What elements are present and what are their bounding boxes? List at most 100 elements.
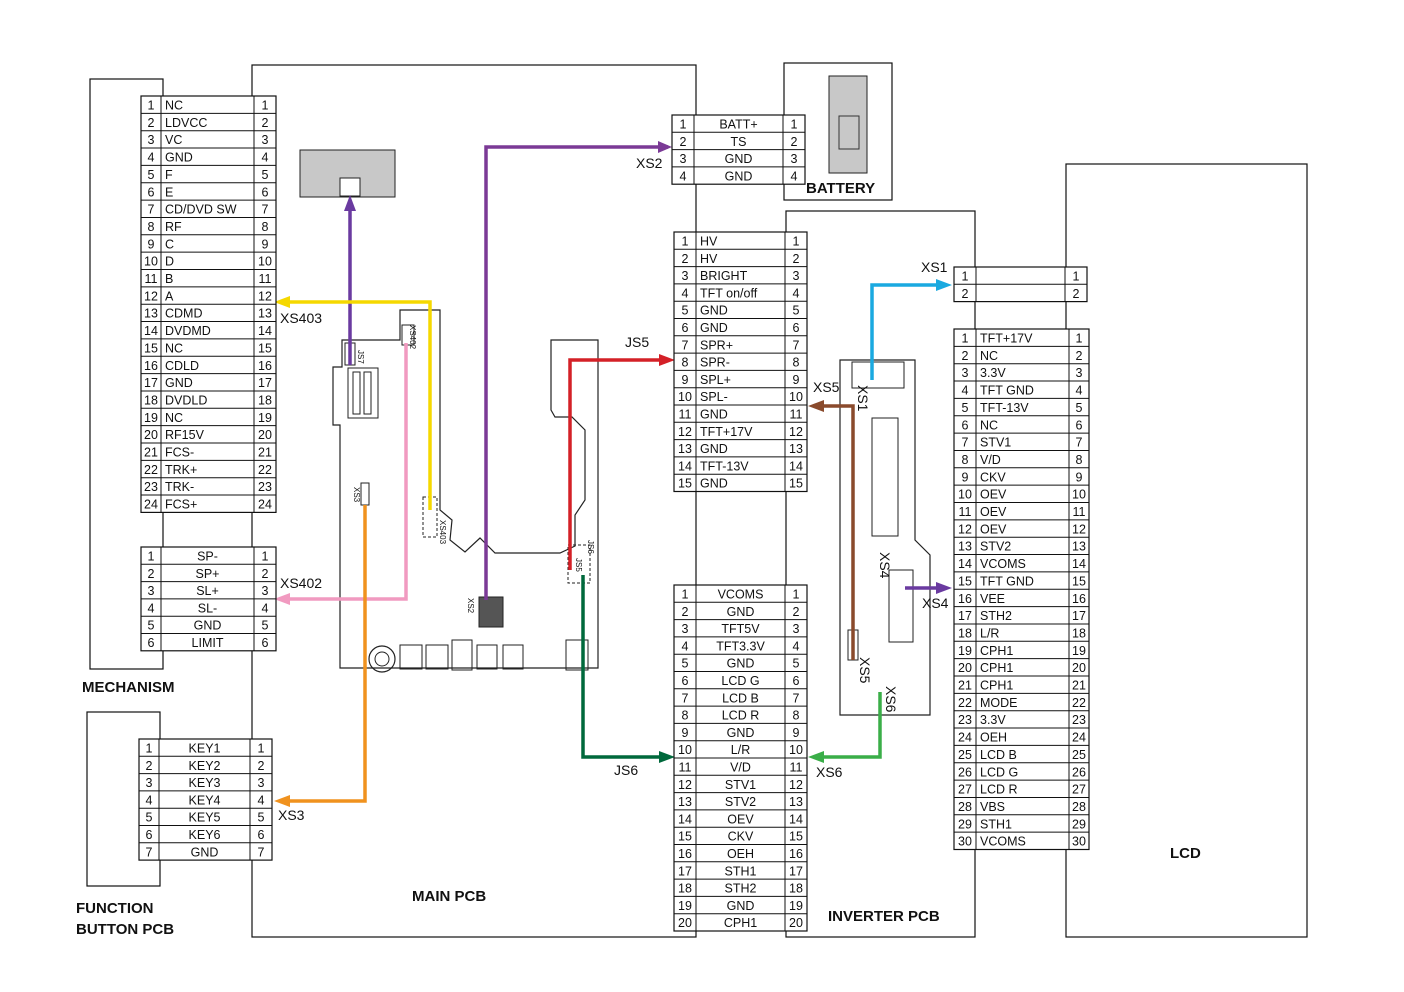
pin-number: 14 [258, 324, 272, 338]
pin-signal-label: LCD G [980, 765, 1018, 779]
pin-signal-label: VCOMS [980, 835, 1026, 849]
pin-number: 23 [1072, 713, 1086, 727]
pin-number: 2 [962, 287, 969, 301]
main-pcb-jack [451, 639, 473, 671]
pin-signal-label: TFT on/off [700, 286, 758, 300]
pin-number: 11 [679, 407, 692, 421]
pin-number: 6 [262, 185, 269, 199]
pin-signal-label: STV1 [980, 436, 1011, 450]
pin-number: 23 [144, 480, 158, 494]
pin-number: 19 [144, 411, 158, 425]
pin-number: 2 [682, 605, 689, 619]
main-pcb-jack [368, 645, 396, 673]
pin-number: 2 [682, 252, 689, 266]
label-js6: JS6 [614, 762, 638, 778]
pin-signal-label: SPR+ [700, 338, 733, 352]
pin-signal-label: LIMIT [192, 636, 224, 650]
pin-number: 19 [258, 411, 272, 425]
pin-number: 5 [682, 657, 689, 671]
pin-signal-label: OEV [727, 812, 754, 826]
pin-number: 4 [791, 169, 798, 183]
pin-number: 12 [958, 522, 972, 536]
pin-number: 1 [1076, 332, 1083, 346]
pin-signal-label: TFT GND [980, 574, 1034, 588]
pin-number: 1 [793, 587, 800, 601]
pin-signal-label: NC [165, 341, 183, 355]
pin-number: 9 [1076, 470, 1083, 484]
pin-number: 21 [1072, 679, 1086, 693]
pin-number: 14 [958, 557, 972, 571]
pin-number: 3 [262, 584, 269, 598]
pin-number: 7 [793, 338, 800, 352]
board-label-xs6: XS6 [883, 686, 899, 713]
pin-number: 9 [262, 237, 269, 251]
label-xs1: XS1 [921, 259, 948, 275]
pin-signal-label: LCD B [980, 748, 1017, 762]
pin-signal-label: GND [727, 899, 755, 913]
pin-number: 3 [680, 152, 687, 166]
pin-number: 18 [958, 626, 972, 640]
xs2-socket [478, 596, 504, 628]
pin-number: 10 [258, 255, 272, 269]
pin-number: 15 [144, 341, 158, 355]
pin-number: 25 [958, 748, 972, 762]
pin-signal-label: F [165, 168, 173, 182]
pin-number: 3 [148, 133, 155, 147]
label-xs6: XS6 [816, 764, 843, 780]
pin-number: 19 [1072, 644, 1086, 658]
pin-number: 4 [262, 151, 269, 165]
pin-number: 16 [678, 847, 692, 861]
pin-number: 28 [958, 800, 972, 814]
pin-signal-label: KEY5 [189, 811, 221, 825]
pin-number: 13 [678, 795, 692, 809]
arrow-js7 [344, 195, 356, 211]
pin-number: 5 [262, 619, 269, 633]
board-label-xs4: XS4 [877, 552, 893, 579]
pin-number: 11 [145, 272, 158, 286]
pin-number: 17 [958, 609, 972, 623]
pin-number: 28 [1072, 800, 1086, 814]
pin-number: 7 [682, 338, 689, 352]
pin-number: 8 [148, 220, 155, 234]
pin-number: 6 [148, 636, 155, 650]
pin-number: 4 [682, 639, 689, 653]
top-switch-socket [339, 177, 361, 197]
pin-number: 10 [958, 488, 972, 502]
pin-signal-label: 3.3V [980, 366, 1006, 380]
pin-signal-label: CPH1 [980, 679, 1013, 693]
pin-number: 11 [259, 272, 272, 286]
pin-signal-label: RF15V [165, 428, 205, 442]
pin-number: 4 [1076, 384, 1083, 398]
pin-number: 15 [678, 477, 692, 491]
pin-signal-label: CD/DVD SW [165, 203, 237, 217]
pin-number: 9 [148, 237, 155, 251]
battery-cell [838, 115, 860, 150]
pin-number: 6 [1076, 418, 1083, 432]
pin-number: 24 [258, 498, 272, 512]
pin-number: 1 [680, 117, 687, 131]
pin-number: 1 [148, 549, 155, 563]
pin-signal-label: STH2 [980, 609, 1012, 623]
pin-number: 1 [682, 234, 689, 248]
pin-signal-label: LCD R [722, 709, 760, 723]
pin-number: 22 [144, 463, 158, 477]
pin-number: 18 [144, 393, 158, 407]
pin-signal-label: CDMD [165, 307, 203, 321]
pin-signal-label: KEY2 [189, 759, 221, 773]
pin-number: 6 [682, 674, 689, 688]
pin-number: 7 [1076, 436, 1083, 450]
pin-signal-label: TFT-13V [700, 459, 749, 473]
pin-number: 15 [678, 830, 692, 844]
pin-signal-label: V/D [730, 760, 751, 774]
pin-number: 19 [789, 899, 803, 913]
pin-number: 7 [793, 691, 800, 705]
board-label-js6: JS6 [586, 540, 595, 554]
main-pcb-jack [502, 644, 524, 670]
pin-number: 6 [682, 321, 689, 335]
label-xs5: XS5 [813, 379, 840, 395]
pin-number: 17 [258, 376, 272, 390]
pin-number: 9 [793, 373, 800, 387]
pin-number: 20 [1072, 661, 1086, 675]
